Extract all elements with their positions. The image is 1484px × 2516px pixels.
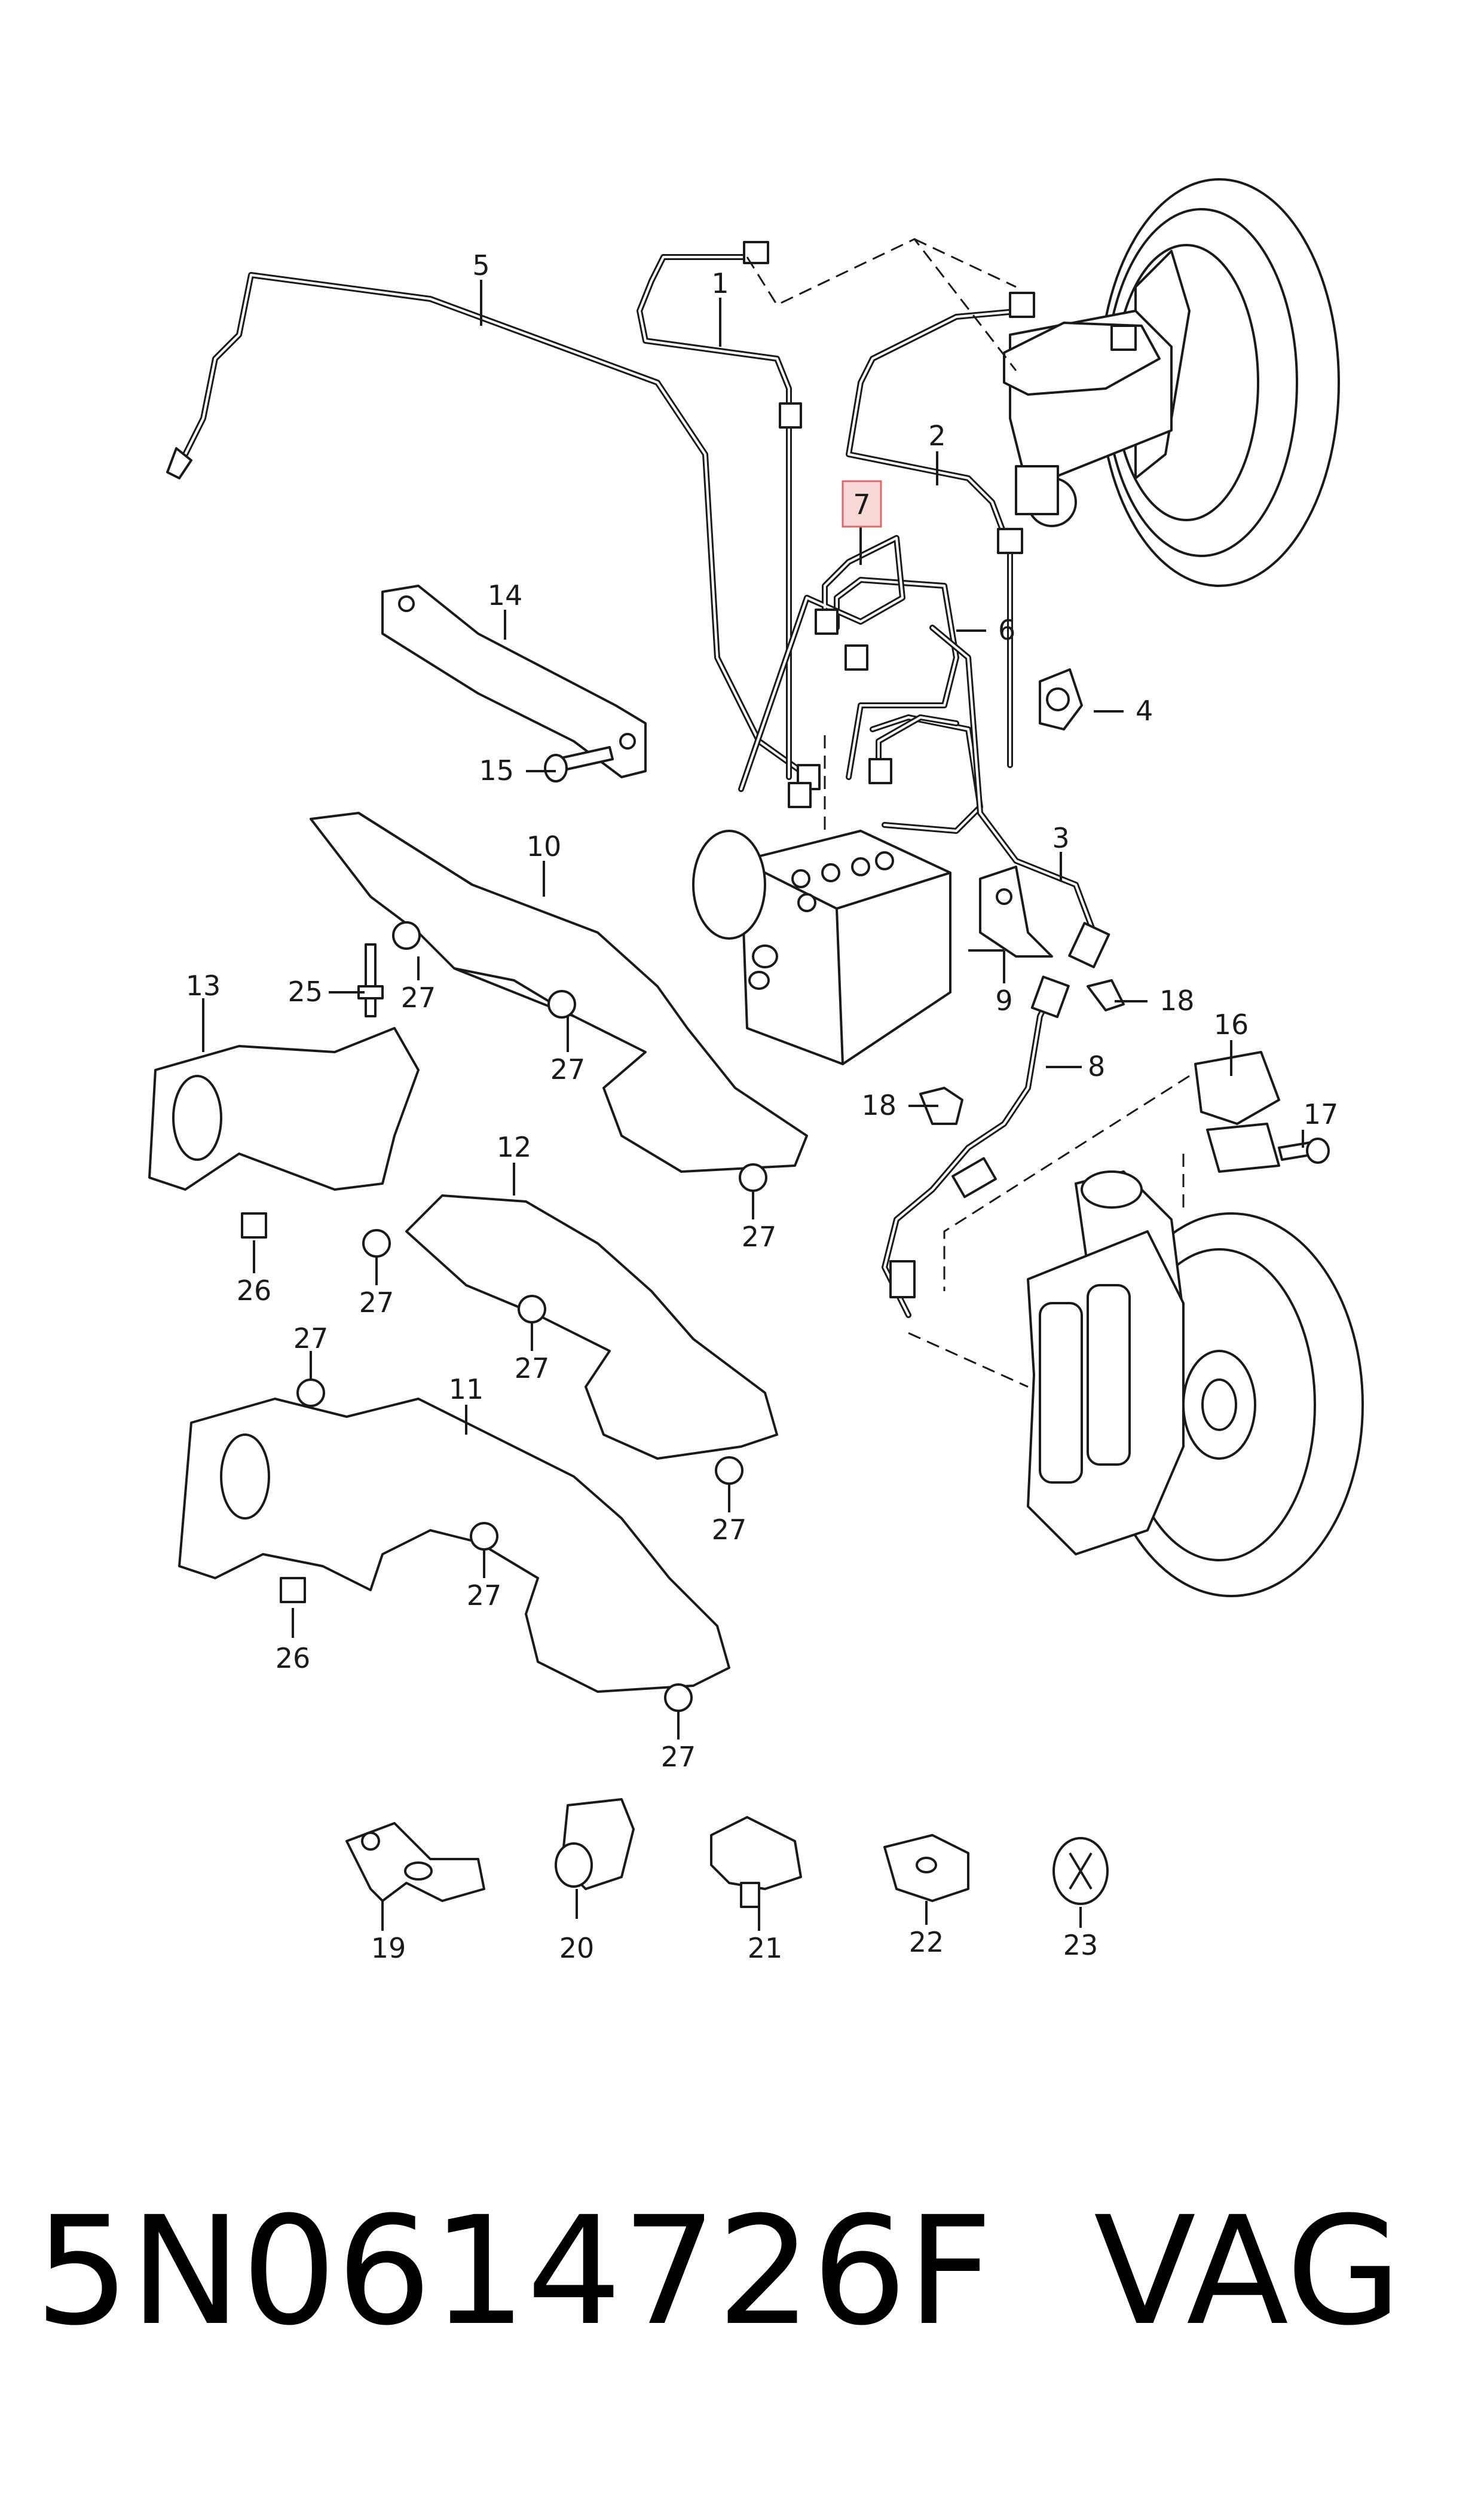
callout-25: 25 xyxy=(287,976,323,1008)
part-number-caption: 5N0614726F xyxy=(35,2184,993,2358)
callout-27: 27 xyxy=(359,1286,394,1319)
callout-27: 27 xyxy=(550,1053,586,1086)
master-cylinder xyxy=(1003,310,1173,527)
shield-11 xyxy=(178,1398,730,1693)
callout-18-left: 18 xyxy=(861,1089,896,1121)
callout-7: 7 xyxy=(853,488,870,521)
clip-23 xyxy=(1052,1837,1109,1905)
bracket-9 xyxy=(968,866,1053,958)
callout-27: 27 xyxy=(515,1352,550,1384)
pipe-fittings xyxy=(788,609,892,808)
bolt-15 xyxy=(544,746,614,782)
callout-6: 6 xyxy=(998,614,1015,646)
callout-21: 21 xyxy=(748,1932,783,1964)
clip-18-right xyxy=(1087,979,1125,1011)
brake-pipe-2 xyxy=(846,292,1035,768)
bracket-4 xyxy=(1039,668,1083,730)
callout-27: 27 xyxy=(401,982,436,1014)
callout-1: 1 xyxy=(711,267,729,299)
callout-11: 11 xyxy=(449,1373,484,1405)
callout-12: 12 xyxy=(497,1131,532,1163)
callout-16: 16 xyxy=(1214,1008,1249,1041)
brake-pipe-1 xyxy=(637,241,802,780)
callout-19: 19 xyxy=(371,1932,406,1964)
callout-27: 27 xyxy=(742,1221,777,1253)
callout-14: 14 xyxy=(488,579,523,612)
callout-17: 17 xyxy=(1304,1098,1339,1130)
brake-pipe-5 xyxy=(166,272,804,774)
callout-8: 8 xyxy=(1088,1050,1105,1083)
clip-19 xyxy=(345,1822,485,1902)
nut-26-upper xyxy=(241,1212,267,1239)
callout-23: 23 xyxy=(1063,1929,1099,1961)
callout-9: 9 xyxy=(995,985,1012,1017)
abs-hydraulic-unit xyxy=(692,830,951,1065)
callout-26-upper: 26 xyxy=(237,1274,272,1307)
callout-27: 27 xyxy=(293,1322,329,1355)
brand-caption: VAG xyxy=(1094,2184,1402,2358)
callout-10: 10 xyxy=(527,830,562,863)
callout-27: 27 xyxy=(661,1741,696,1773)
clip-21 xyxy=(710,1816,802,1908)
bolt-17 xyxy=(1278,1138,1330,1164)
leader-lines xyxy=(202,280,1304,1931)
brake-caliper xyxy=(1027,1230,1185,1555)
brake-pipe-3 xyxy=(929,625,1110,968)
callout-26-lower: 26 xyxy=(276,1642,311,1674)
bracket-14 xyxy=(381,585,647,778)
nut-26-lower xyxy=(280,1577,306,1603)
callout-22: 22 xyxy=(909,1926,944,1958)
callout-27: 27 xyxy=(467,1579,502,1612)
callout-7-highlight xyxy=(842,480,882,528)
callout-18-right: 18 xyxy=(1159,985,1195,1017)
assembly-dashed-lines xyxy=(746,238,1190,1388)
stud-25 xyxy=(357,943,384,1017)
callout-labels: 7 5 1 2 6 4 14 15 10 3 18 9 8 16 17 18 1… xyxy=(186,249,1339,1964)
clip-18-left xyxy=(919,1087,963,1125)
callout-4: 4 xyxy=(1136,695,1153,727)
callout-13: 13 xyxy=(186,970,221,1002)
clip-22 xyxy=(883,1834,969,1902)
shield-12 xyxy=(405,1194,778,1460)
shield-13 xyxy=(148,1027,420,1191)
callout-20: 20 xyxy=(559,1932,595,1964)
brake-hose-8 xyxy=(882,976,1070,1318)
callout-5: 5 xyxy=(472,249,489,282)
callout-3: 3 xyxy=(1052,822,1069,854)
callout-2: 2 xyxy=(928,420,946,452)
clip-20 xyxy=(555,1798,635,1890)
sensor-bracket-16 xyxy=(1194,1051,1280,1173)
callout-15: 15 xyxy=(479,754,514,787)
callout-27: 27 xyxy=(712,1514,747,1546)
